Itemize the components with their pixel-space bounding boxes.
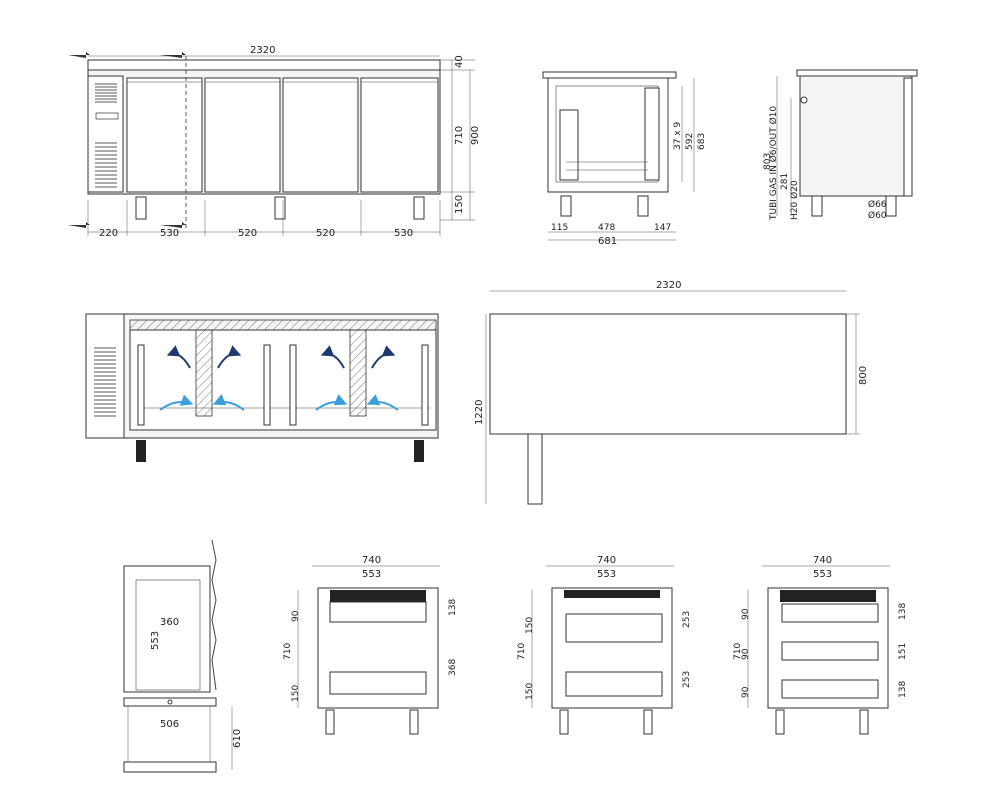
front-door-2 bbox=[204, 77, 281, 193]
module-width-4: 520 bbox=[316, 228, 335, 239]
total-height: 900 bbox=[470, 126, 481, 145]
front-door-3 bbox=[282, 77, 359, 193]
door-detail-view: 360 553 506 610 bbox=[123, 539, 243, 773]
leg-height: 150 bbox=[454, 195, 465, 214]
config1-s1: 138 bbox=[448, 599, 458, 616]
config1-r1: 90 bbox=[291, 610, 301, 622]
plan-view: 2320 1220 800 bbox=[474, 280, 869, 505]
side-offset: 281 bbox=[780, 173, 790, 190]
module-width-1: 220 bbox=[99, 228, 118, 239]
front-door-4 bbox=[360, 77, 439, 193]
drawer-config-3: 740 553 710 90 90 90 138 151 138 bbox=[733, 555, 908, 735]
drawer-config-2: 740 553 710 150 150 253 253 bbox=[517, 555, 692, 735]
config2-height: 710 bbox=[517, 643, 527, 660]
config3-height: 710 bbox=[733, 643, 743, 660]
plan-width: 2320 bbox=[656, 280, 681, 291]
config1-inner: 553 bbox=[362, 569, 381, 580]
diam1: Ø66 bbox=[868, 199, 887, 210]
side-total-depth: 681 bbox=[598, 236, 617, 247]
door-base-height: 610 bbox=[232, 729, 243, 748]
body-height: 710 bbox=[454, 126, 465, 145]
side-elevation-view: 803 TUBI GAS IN Ø6/OUT Ø10 281 H20 Ø20 Ø… bbox=[763, 69, 918, 221]
plan-depth: 800 bbox=[858, 366, 869, 385]
side-width-115: 115 bbox=[551, 223, 568, 233]
config3-r2: 90 bbox=[741, 648, 751, 660]
config1-r2: 150 bbox=[291, 685, 301, 702]
front-vent-grill bbox=[95, 83, 119, 188]
side-width-147: 147 bbox=[654, 223, 671, 233]
module-width-5: 530 bbox=[394, 228, 413, 239]
config3-width: 740 bbox=[813, 555, 832, 566]
door-inner-width: 360 bbox=[160, 617, 179, 628]
config2-r1: 150 bbox=[525, 617, 535, 634]
config3-r3: 90 bbox=[741, 686, 751, 698]
module-width-3: 520 bbox=[238, 228, 257, 239]
config1-s2: 368 bbox=[448, 659, 458, 676]
door-inner-height: 553 bbox=[150, 631, 161, 650]
water: H20 Ø20 bbox=[789, 180, 800, 220]
config3-r1: 90 bbox=[741, 608, 751, 620]
side-inner-height: 592 bbox=[685, 133, 695, 150]
diam2: Ø60 bbox=[868, 210, 887, 221]
config1-height: 710 bbox=[283, 643, 293, 660]
config2-width: 740 bbox=[597, 555, 616, 566]
plan-clearance: 1220 bbox=[474, 400, 485, 425]
side-height: 803 bbox=[763, 153, 773, 170]
side-guides: 37 x 9 bbox=[673, 122, 683, 151]
tubi-gas: TUBI GAS IN Ø6/OUT Ø10 bbox=[768, 106, 779, 221]
config2-s2: 253 bbox=[682, 671, 692, 688]
config2-inner: 553 bbox=[597, 569, 616, 580]
front-door-1 bbox=[126, 77, 203, 193]
top-thickness: 40 bbox=[454, 55, 465, 68]
drawer-config-1: 740 553 710 90 150 138 368 bbox=[283, 555, 458, 735]
front-overall-width: 2320 bbox=[250, 45, 275, 56]
module-width-2: 530 bbox=[160, 228, 179, 239]
front-view: 2320 bbox=[68, 45, 481, 239]
config2-s1: 253 bbox=[682, 611, 692, 628]
config3-s2: 151 bbox=[898, 643, 908, 660]
config2-r2: 150 bbox=[525, 683, 535, 700]
config3-inner: 553 bbox=[813, 569, 832, 580]
side-outer-height: 683 bbox=[697, 133, 707, 150]
side-width-478: 478 bbox=[598, 223, 615, 233]
config3-s3: 138 bbox=[898, 681, 908, 698]
side-section-view: 115 478 147 681 37 x 9 592 683 bbox=[542, 71, 707, 247]
config1-width: 740 bbox=[362, 555, 381, 566]
airflow-section-view bbox=[85, 313, 439, 462]
airflow-vent-grill bbox=[94, 347, 116, 417]
config3-s1: 138 bbox=[898, 603, 908, 620]
door-base-width: 506 bbox=[160, 719, 179, 730]
